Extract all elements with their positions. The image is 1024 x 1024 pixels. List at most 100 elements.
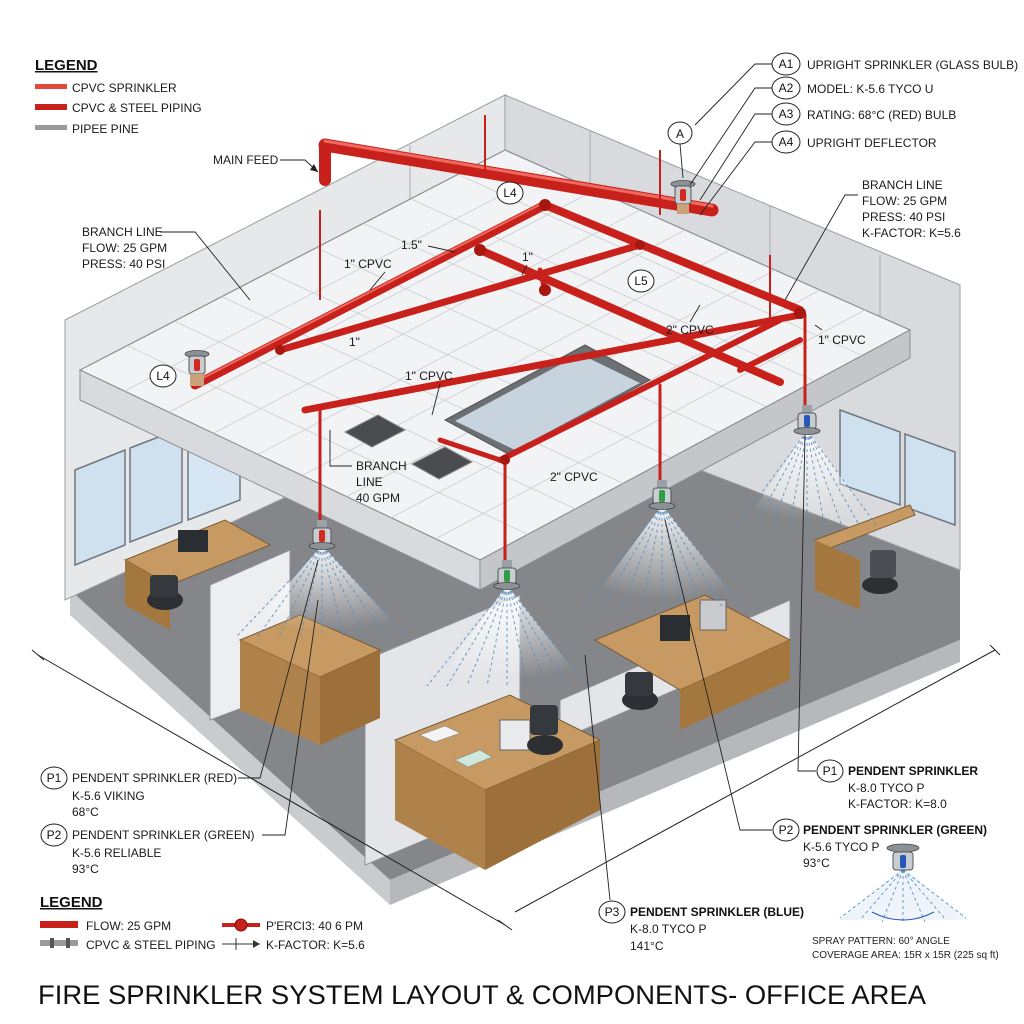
legend-top-label-1: CPVC SPRINKLER	[72, 81, 177, 95]
spray-line	[506, 585, 528, 687]
spray-line	[806, 430, 825, 527]
window-right-2	[904, 432, 956, 527]
ceiling-grid-line	[410, 198, 815, 382]
spray-line	[806, 430, 878, 527]
bottom-callout: P3 PENDENT SPRINKLER (BLUE) K-8.0 TYCO P…	[584, 654, 804, 953]
bottom-p3-tag: P3	[605, 905, 620, 919]
right-p1-line-2: K-8.0 TYCO P	[848, 781, 924, 795]
pendent-sprinkler-green-2[interactable]	[648, 480, 676, 510]
pipe-label-1cpvc-top: 1" CPVC	[344, 257, 392, 271]
branch-right-line-4: K-FACTOR: K=5.6	[862, 226, 961, 240]
spray-line	[257, 545, 323, 637]
pendent-sprinkler-red[interactable]	[308, 520, 336, 550]
legend-top-swatch-2	[35, 104, 67, 110]
callout-a1-text: UPRIGHT SPRINKLER (GLASS BULB)	[807, 58, 1018, 72]
monitor-2	[660, 615, 690, 641]
legend-bottom: LEGEND FLOW: 25 GPM CPVC & STEEL PIPING …	[40, 894, 365, 952]
spray-line	[321, 545, 387, 637]
callout-a3: A3 RATING: 68°C (RED) BULB	[771, 102, 956, 126]
callout-a3-tag: A3	[779, 107, 794, 121]
branch-center-line-2: LINE	[356, 475, 383, 489]
pipe-size-labels: 1.5" 1" 1" CPVC 1" 1" CPVC 2" CPVC 1" CP…	[344, 238, 866, 484]
branch-center-label: BRANCH LINE 40 GPM	[329, 430, 407, 505]
upright-sprinkler-a[interactable]	[670, 180, 696, 215]
legend-top-swatch-1	[35, 84, 67, 89]
legend-bottom-label-3: P'ERCI3: 40 6 PM	[266, 919, 363, 933]
ceiling-grid-line	[213, 209, 641, 434]
tag-a-text: A	[676, 127, 684, 141]
spray-line	[236, 545, 323, 637]
right-p1-line-3: K-FACTOR: K=8.0	[848, 797, 947, 811]
spray-line	[806, 430, 843, 527]
floor-slab-edge-left	[70, 590, 390, 905]
monitor-1	[178, 530, 208, 552]
ceiling-vent-2	[410, 446, 474, 480]
ceiling	[78, 149, 912, 591]
right-p2-line-1: PENDENT SPRINKLER (GREEN)	[803, 823, 987, 837]
tag-l5: L5	[627, 269, 655, 293]
ceiling-grid-line	[315, 247, 720, 433]
branch-left-label: BRANCH LINE FLOW: 25 GPM PRESS: 40 PSI	[82, 225, 251, 301]
callout-a1: A1 UPRIGHT SPRINKLER (GLASS BULB)	[771, 52, 1018, 76]
callouts-a: A1 UPRIGHT SPRINKLER (GLASS BULB) A2 MOD…	[667, 52, 1018, 216]
tag-l4-top: L4	[496, 181, 524, 205]
sprinkler-heads	[184, 180, 821, 590]
right-p2-line-2: K-5.6 TYCO P	[803, 840, 879, 854]
pipe-label-2cpvc-bottom: 2" CPVC	[550, 470, 598, 484]
branch-right-line-2: FLOW: 25 GPM	[862, 194, 947, 208]
pipe-label-1-5: 1.5"	[401, 238, 422, 252]
ceiling-grid-line	[168, 189, 596, 413]
callout-a3-text: RATING: 68°C (RED) BULB	[807, 108, 956, 122]
spray-line	[601, 505, 663, 607]
legend-bottom-label-2: CPVC & STEEL PIPING	[86, 938, 216, 952]
spray-line	[661, 505, 683, 607]
spray-cone-green-2	[585, 505, 745, 610]
dimension-lines	[31, 644, 1001, 931]
spray-note-line-2: COVERAGE AREA: 15R x 15R (225 sq ft)	[812, 950, 999, 961]
upright-sprinkler-l4[interactable]	[184, 350, 210, 387]
chair-3	[527, 735, 563, 755]
pendent-sprinkler-green-1[interactable]	[493, 560, 521, 590]
main-feed-text: MAIN FEED	[213, 153, 279, 167]
ceiling-grid-line	[435, 309, 866, 540]
legend-top-swatch-3	[35, 125, 67, 130]
spray-line	[771, 430, 808, 527]
branch-left-line-1: BRANCH LINE	[82, 225, 163, 239]
callout-a4: A4 UPRIGHT DEFLECTOR	[771, 130, 937, 154]
spray-line	[661, 505, 723, 607]
pipe-label-1cpvc-right: 1" CPVC	[818, 333, 866, 347]
branch-right-line-3: PRESS: 40 PSI	[862, 210, 945, 224]
pipe-label-1b: 1"	[349, 335, 360, 349]
spray-line	[321, 545, 408, 637]
branch-left-line-2: FLOW: 25 GPM	[82, 241, 167, 255]
pipe-label-2cpvc-right: 2" CPVC	[666, 323, 714, 337]
spray-line	[279, 545, 323, 637]
legend-bottom-symbol-piping	[40, 940, 78, 946]
left-p2-tag: P2	[47, 828, 62, 842]
tag-l4-top-text: L4	[503, 186, 517, 200]
branch-right-label: BRANCH LINE FLOW: 25 GPM PRESS: 40 PSI K…	[784, 178, 961, 301]
window-right-1	[839, 408, 901, 507]
window-left-1	[74, 448, 126, 567]
spray-line	[321, 545, 365, 637]
ceiling-vent-1	[343, 414, 407, 448]
pendent-sprinkler-blue[interactable]	[793, 405, 821, 435]
legend-top: LEGEND CPVC SPRINKLER CPVC & STEEL PIPIN…	[35, 57, 202, 136]
legend-top-label-3: PIPEE PINE	[72, 122, 139, 136]
branch-left-line-3: PRESS: 40 PSI	[82, 257, 165, 271]
piping-network	[190, 115, 807, 562]
legend-top-label-2: CPVC & STEEL PIPING	[72, 101, 202, 115]
bottom-p3-line-1: PENDENT SPRINKLER (BLUE)	[630, 905, 804, 919]
left-p1-line-3: 68°C	[72, 805, 99, 819]
callout-a4-tag: A4	[779, 135, 794, 149]
spray-line	[446, 585, 508, 687]
spray-patterns	[236, 430, 880, 690]
spray-line	[486, 585, 508, 687]
right-p1-line-1: PENDENT SPRINKLER	[848, 764, 978, 778]
right-p1-tag: P1	[823, 764, 838, 778]
tag-l4-left: L4	[149, 364, 177, 388]
ceiling-grid-line	[174, 320, 576, 510]
spray-line	[789, 430, 808, 527]
tag-l4-left-text: L4	[156, 369, 170, 383]
left-p1-line-2: K-5.6 VIKING	[72, 789, 145, 803]
